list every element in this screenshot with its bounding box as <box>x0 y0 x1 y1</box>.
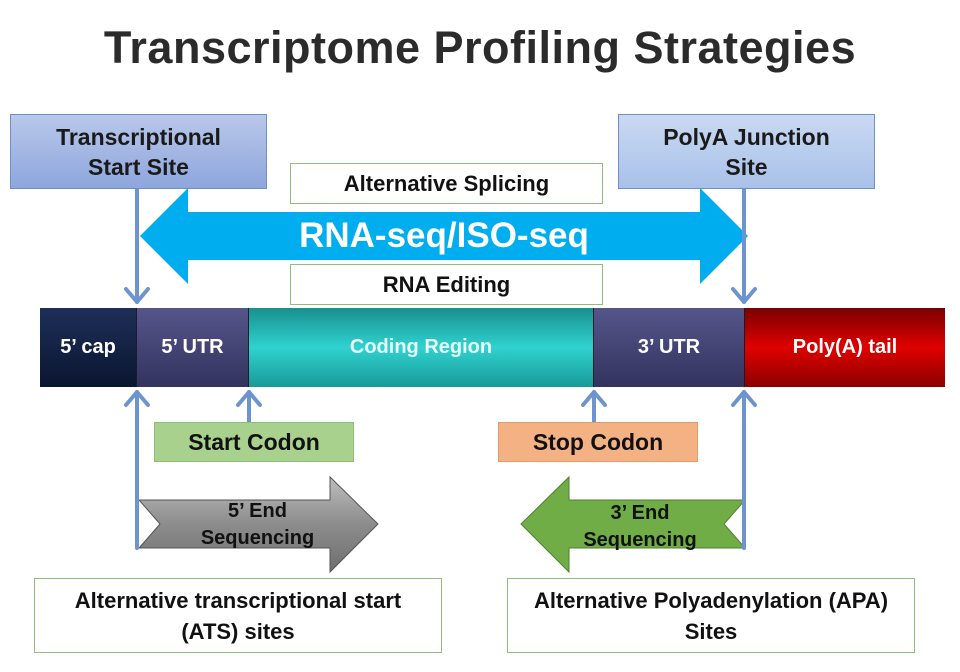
three-prime-utr-segment: 3’ UTR <box>594 308 745 387</box>
three-prime-utr-label: 3’ UTR <box>637 336 701 358</box>
three-prime-end-sequencing-label: 3’ End Sequencing <box>583 502 697 551</box>
start-codon-arrowhead-icon <box>236 390 262 407</box>
polya-tail-segment: Poly(A) tail <box>745 308 945 387</box>
five-prime-utr-segment: 5’ UTR <box>137 308 249 387</box>
apa-arrowhead-icon <box>731 390 757 407</box>
apa-sites-box: Alternative Polyadenylation (APA) Sites <box>507 578 915 653</box>
five-prime-end-sequencing-label: 5’ End Sequencing <box>200 500 315 549</box>
rna-seq-double-arrow <box>140 188 748 284</box>
apa-sites-label: Alternative Polyadenylation (APA) Sites <box>533 587 889 644</box>
tss-arrowhead-icon <box>124 287 150 304</box>
polya-arrowhead-icon <box>731 287 757 304</box>
five-prime-utr-label: 5’ UTR <box>161 336 224 358</box>
ats-sites-label: Alternative transcriptional start (ATS) … <box>74 587 402 644</box>
ats-sites-box: Alternative transcriptional start (ATS) … <box>34 578 442 653</box>
polya-tail-label: Poly(A) tail <box>792 336 898 358</box>
rna-editing-box: RNA Editing <box>290 264 603 305</box>
start-codon-label: Start Codon <box>188 428 320 455</box>
transcriptional-start-site-box: Transcriptional Start Site <box>10 114 267 189</box>
three-prime-end-sequencing-arrow <box>520 475 747 574</box>
five-prime-cap-segment: 5’ cap <box>40 308 137 387</box>
rna-seq-label: RNA-seq/ISO-seq <box>299 216 589 255</box>
alternative-splicing-label: Alternative Splicing <box>343 170 550 196</box>
five-prime-end-sequencing-arrow <box>137 475 379 574</box>
transcriptional-start-site-label: Transcriptional Start Site <box>56 123 221 180</box>
ats-arrowhead-icon <box>124 390 150 407</box>
coding-region-label: Coding Region <box>349 336 493 358</box>
stop-codon-box: Stop Codon <box>498 422 698 462</box>
coding-region-segment: Coding Region <box>249 308 594 387</box>
stop-codon-arrowhead-icon <box>581 390 607 407</box>
start-codon-box: Start Codon <box>154 422 354 462</box>
polya-junction-site-box: PolyA Junction Site <box>618 114 875 189</box>
polya-junction-site-label: PolyA Junction Site <box>663 123 830 180</box>
stop-codon-label: Stop Codon <box>532 428 664 455</box>
page-title: Transcriptome Profiling Strategies <box>103 22 857 73</box>
five-prime-cap-label: 5’ cap <box>60 336 116 358</box>
rna-editing-label: RNA Editing <box>382 271 511 297</box>
alternative-splicing-box: Alternative Splicing <box>290 163 603 204</box>
